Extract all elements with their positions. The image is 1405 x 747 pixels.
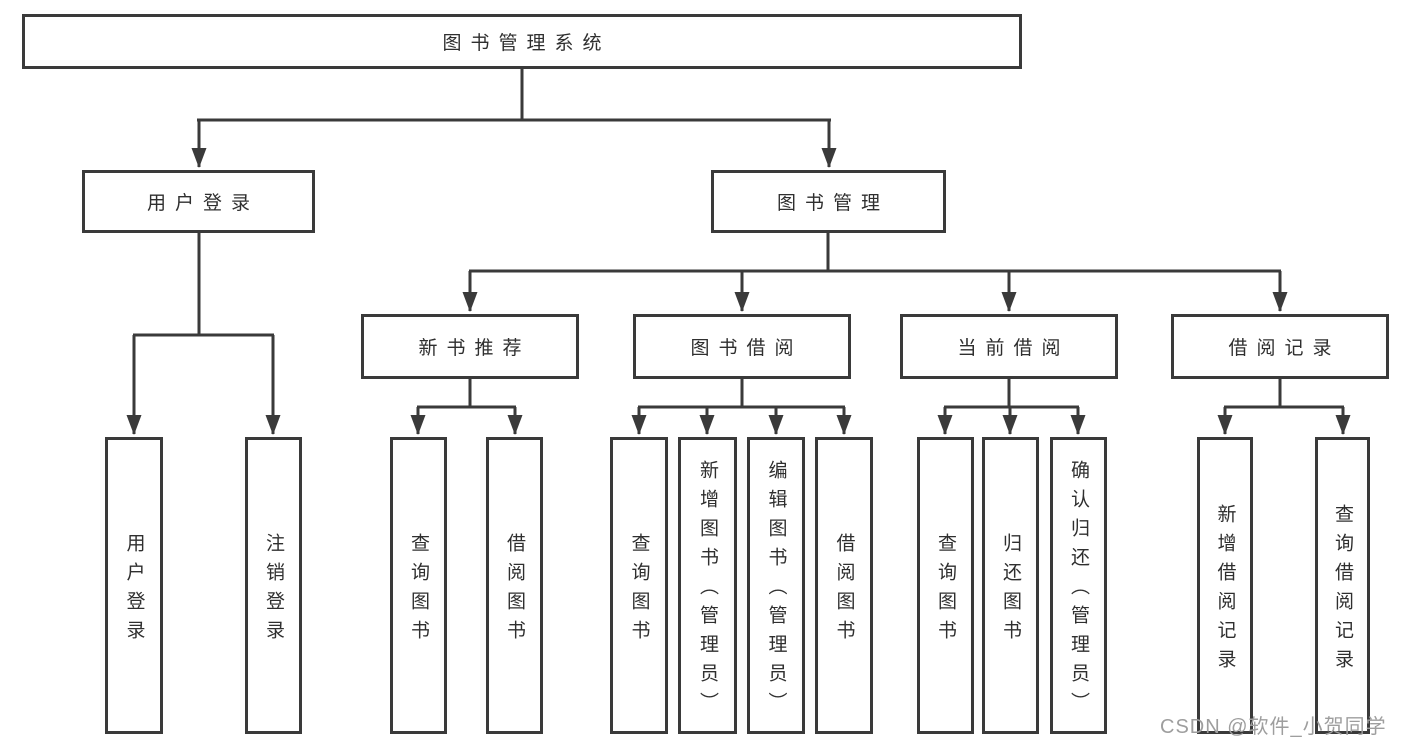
node-records-query-record: 查询借阅记录	[1315, 437, 1370, 734]
node-records-add-record: 新增借阅记录	[1197, 437, 1253, 734]
node-user-login-action: 用户登录	[105, 437, 163, 734]
node-label: 查询图书	[628, 532, 650, 649]
node-book-management: 图书管理	[711, 170, 946, 233]
node-label: 查询借阅记录	[1332, 503, 1353, 678]
node-label: 查询图书	[408, 532, 429, 649]
node-label: 图书管理系统	[442, 33, 611, 54]
node-borrow-add-books-admin: 新增图书（管理员）	[678, 437, 737, 734]
node-label: 借阅图书	[833, 532, 855, 649]
node-label: 用户登录	[123, 532, 145, 649]
node-label: 新书推荐	[418, 338, 531, 359]
node-logout-action: 注销登录	[245, 437, 302, 734]
node-new-book-recommend: 新书推荐	[361, 314, 579, 379]
node-borrow-edit-books-admin: 编辑图书（管理员）	[747, 437, 805, 734]
node-library-management-system: 图书管理系统	[22, 14, 1022, 69]
node-label: 查询图书	[935, 532, 956, 649]
node-label: 编辑图书（管理员）	[765, 460, 787, 721]
node-current-return-books: 归还图书	[982, 437, 1039, 734]
node-label: 归还图书	[1000, 532, 1021, 649]
node-label: 新增借阅记录	[1214, 503, 1236, 678]
node-label: 用户登录	[146, 193, 259, 214]
node-newbook-borrow-books: 借阅图书	[486, 437, 543, 734]
node-label: 图书管理	[776, 193, 889, 214]
node-label: 图书借阅	[690, 338, 803, 359]
node-newbook-query-books: 查询图书	[390, 437, 447, 734]
node-borrow-records: 借阅记录	[1171, 314, 1389, 379]
node-label: 新增图书（管理员）	[697, 460, 718, 721]
node-label: 注销登录	[263, 532, 284, 649]
node-user-login: 用户登录	[82, 170, 315, 233]
node-label: 借阅图书	[504, 532, 525, 649]
node-label: 借阅记录	[1228, 338, 1341, 359]
node-book-borrow: 图书借阅	[633, 314, 851, 379]
connector-arrows	[126, 120, 1351, 435]
csdn-watermark: CSDN @软件_小贺同学	[1160, 716, 1387, 738]
node-borrow-query-books: 查询图书	[610, 437, 668, 734]
node-current-confirm-return-admin: 确认归还（管理员）	[1050, 437, 1107, 734]
node-label: 确认归还（管理员）	[1068, 460, 1089, 721]
node-current-borrow: 当前借阅	[900, 314, 1118, 379]
node-borrow-borrow-books: 借阅图书	[815, 437, 873, 734]
node-label: 当前借阅	[957, 338, 1070, 359]
node-current-query-books: 查询图书	[917, 437, 974, 734]
